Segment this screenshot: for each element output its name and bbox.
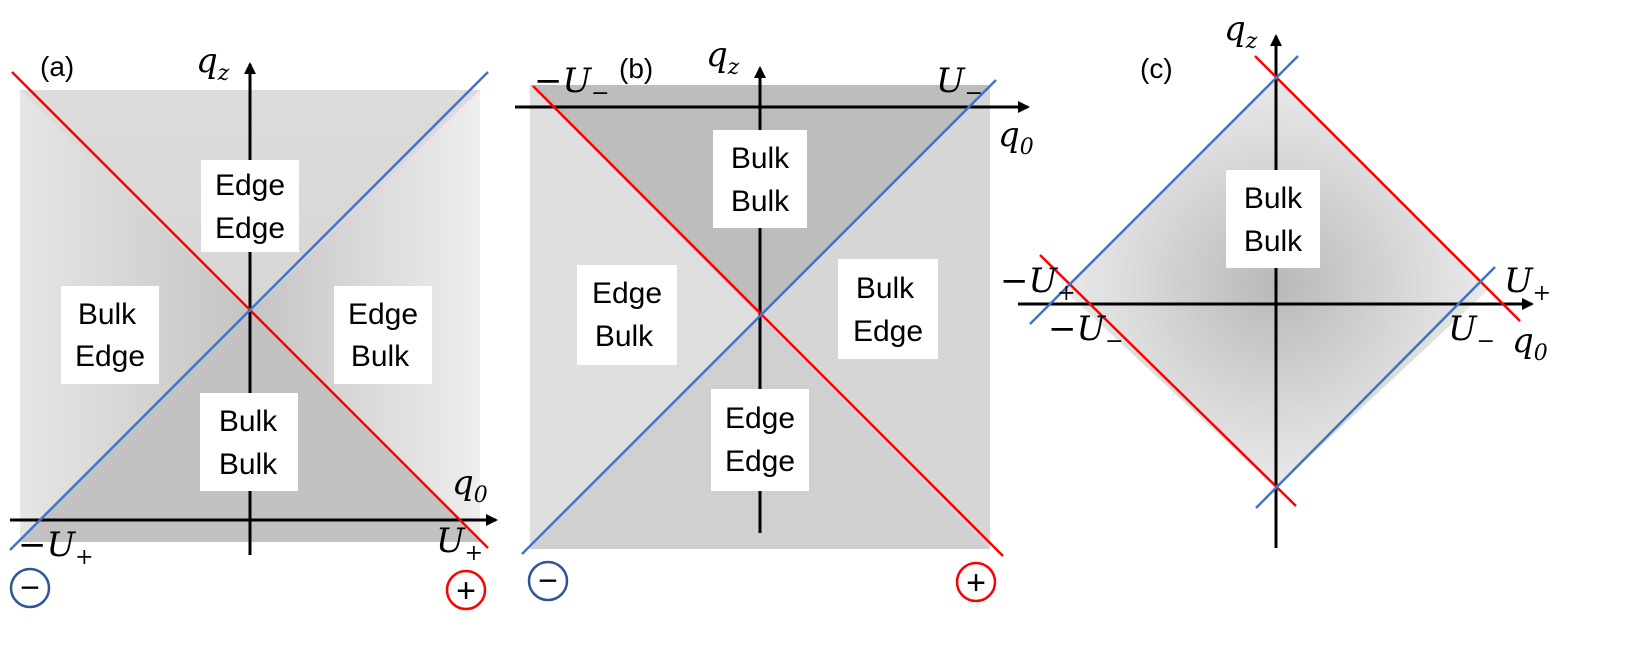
panel-b-bottom-line1: Edge <box>725 402 795 435</box>
panel-a-plus-circle <box>445 569 487 611</box>
panel-b-minus-sign: − <box>538 562 558 600</box>
panel-a-q0-label: q0 <box>452 463 488 508</box>
panel-c-uminus-label: U− <box>1448 309 1495 354</box>
panel-c-top-line2: Bulk <box>1244 225 1303 258</box>
panel-b-red-line <box>532 85 1004 557</box>
panel-a-top-line1: Edge <box>215 169 285 202</box>
panel-b-uminus-label: U− <box>936 61 983 106</box>
panel-a-blue-line <box>9 71 489 551</box>
panel-b-top-line2: Bulk <box>731 185 790 218</box>
panel-c-minus-uminus-label: −U− <box>1048 309 1124 354</box>
panel-a-bottom-line1: Bulk <box>219 405 278 438</box>
panel-a-top-line2: Edge <box>215 212 285 245</box>
panel-a-minus-sign: − <box>20 569 40 607</box>
panel-a-minus-circle <box>9 567 51 609</box>
panel-a: Edge Edge Bulk Edge Edge Bulk Bulk Bulk … <box>9 41 498 611</box>
panel-b-minus-uminus-label: −U− <box>534 61 610 106</box>
panel-a-left-box <box>61 286 159 384</box>
panel-a-minus-uplus-label: −U+ <box>18 525 94 570</box>
panel-a-bottom-box <box>200 393 298 491</box>
panel-c-q0-label: q0 <box>1512 321 1548 366</box>
panel-b-left-box <box>577 265 677 365</box>
panel-a-right-line2: Bulk <box>351 340 410 373</box>
panel-b-top-box <box>713 130 807 228</box>
panel-a-right-line1: Edge <box>348 298 418 331</box>
panel-c-red-line-lower <box>1039 254 1297 507</box>
panel-a-top-box <box>201 160 299 252</box>
panel-b-right-box <box>838 259 938 359</box>
panel-c-top-line1: Bulk <box>1244 182 1303 215</box>
panel-b-qz-label: qz <box>706 35 740 80</box>
panel-b-plus-circle <box>955 561 997 603</box>
panel-b-right-line2: Edge <box>853 315 923 348</box>
panel-b-minus-circle <box>527 560 569 602</box>
panel-b-q0-label: q0 <box>998 115 1034 160</box>
panel-b-bottom-box <box>711 389 809 491</box>
panel-c-tag: (c) <box>1140 53 1173 84</box>
panel-a-plus-sign: + <box>456 572 476 610</box>
panel-a-uplus-label: U+ <box>436 521 483 566</box>
panel-c-top-box <box>1226 170 1320 268</box>
panel-b-bottom-line2: Edge <box>725 445 795 478</box>
panel-c-qz-label: qz <box>1224 9 1258 54</box>
panel-c-blue-line-lower <box>1255 266 1496 509</box>
panel-b: Bulk Bulk Edge Bulk Bulk Edge Edge Edge … <box>515 35 1034 603</box>
panel-a-left-line1: Bulk <box>78 298 137 331</box>
panel-b-tag: (b) <box>619 53 653 84</box>
panel-c-minus-uplus-label: −U+ <box>1000 261 1076 306</box>
panel-b-blue-line <box>521 79 997 555</box>
panel-c: Bulk Bulk (c) qz q0 −U+ −U− U+ U− <box>1000 9 1551 548</box>
panel-a-left-line2: Edge <box>75 340 145 373</box>
panel-c-blue-line-upper <box>1029 55 1299 325</box>
panel-b-left-line2: Bulk <box>595 320 654 353</box>
panel-b-top-line1: Bulk <box>731 142 790 175</box>
panel-b-plus-sign: + <box>966 564 986 602</box>
panel-b-right-line1: Bulk <box>856 272 915 305</box>
panel-a-right-box <box>334 286 432 384</box>
panel-a-qz-label: qz <box>196 41 230 86</box>
panel-c-uplus-label: U+ <box>1504 261 1551 306</box>
panel-a-tag: (a) <box>40 51 74 82</box>
panel-c-red-line-upper <box>1254 55 1521 322</box>
panel-a-bottom-line2: Bulk <box>219 448 278 481</box>
panel-b-left-line1: Edge <box>592 277 662 310</box>
